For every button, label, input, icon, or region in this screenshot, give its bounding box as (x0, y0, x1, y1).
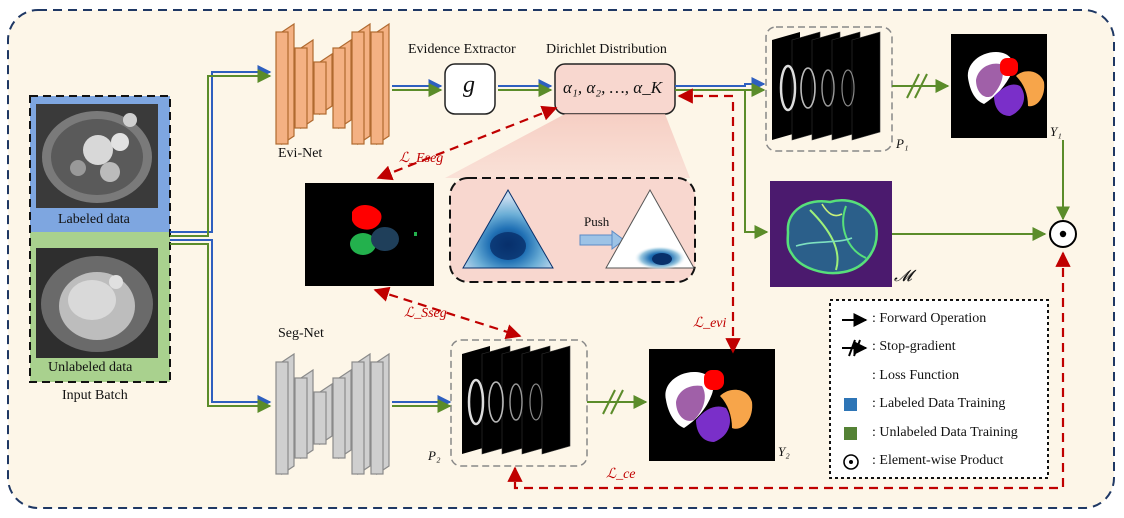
p2-prob-maps (462, 345, 571, 455)
dirichlet-distribution-label: Dirichlet Distribution (546, 42, 667, 57)
y1-label: Y₁ (1050, 124, 1062, 139)
labeled-data-label: Labeled data (58, 212, 130, 227)
seg-net-block (275, 352, 390, 476)
p2-label: P₂ (428, 448, 441, 463)
evidence-extractor-label: Evidence Extractor (408, 42, 516, 57)
loss-eseg-label: ℒ_Eseg (399, 151, 444, 166)
loss-ce-label: ℒ_ce (606, 467, 636, 482)
uncertainty-map-label: 𝓜 (894, 268, 912, 285)
legend-stop-gradient: : Stop-gradient (872, 339, 956, 354)
p1-to-y1-stop-gradient (892, 73, 950, 99)
input-batch (29, 95, 171, 383)
uncertainty-map (770, 181, 892, 287)
alpha-parameters-label: α₁, α₂, …, α_K (563, 78, 663, 97)
legend-element-wise-product: : Element-wise Product (872, 453, 1004, 468)
legend-box (829, 299, 1049, 479)
input-branch-arrows (170, 65, 272, 413)
y2-segmentation (649, 349, 775, 461)
legend-labeled-training: : Labeled Data Training (872, 396, 1006, 411)
input-batch-label: Input Batch (62, 388, 128, 403)
p1-prob-maps (772, 31, 881, 141)
seg-net-label: Seg-Net (278, 326, 324, 341)
legend-forward-operation: : Forward Operation (872, 311, 987, 326)
stop-gradient-icon (842, 339, 868, 357)
loss-arrows (373, 88, 1071, 490)
y2-label: Y₂ (778, 444, 790, 459)
p1-label: P₁ (896, 136, 909, 151)
element-wise-product-legend-icon (843, 454, 859, 470)
evidence-flow-arrows (392, 79, 553, 97)
legend-unlabeled-training: : Unlabeled Data Training (872, 425, 1018, 440)
product-inputs (892, 140, 1070, 241)
unlabeled-data-label: Unlabeled data (48, 360, 133, 375)
element-wise-product-icon (1049, 220, 1077, 248)
y1-segmentation (951, 34, 1047, 138)
push-label: Push (584, 214, 610, 229)
loss-sseg-label: ℒ_Sseg (404, 306, 447, 321)
push-arrow (579, 234, 613, 246)
legend-icons (842, 313, 868, 470)
legend-loss-function: : Loss Function (872, 368, 960, 383)
seg-net-to-p2-arrows (392, 395, 452, 413)
ground-truth-mask (305, 183, 434, 286)
evi-net-label: Evi-Net (278, 146, 323, 161)
unlabeled-training-swatch (844, 427, 857, 440)
labeled-training-swatch (844, 398, 857, 411)
g-label: g (463, 72, 475, 98)
loss-evi-label: ℒ_evi (693, 316, 727, 331)
